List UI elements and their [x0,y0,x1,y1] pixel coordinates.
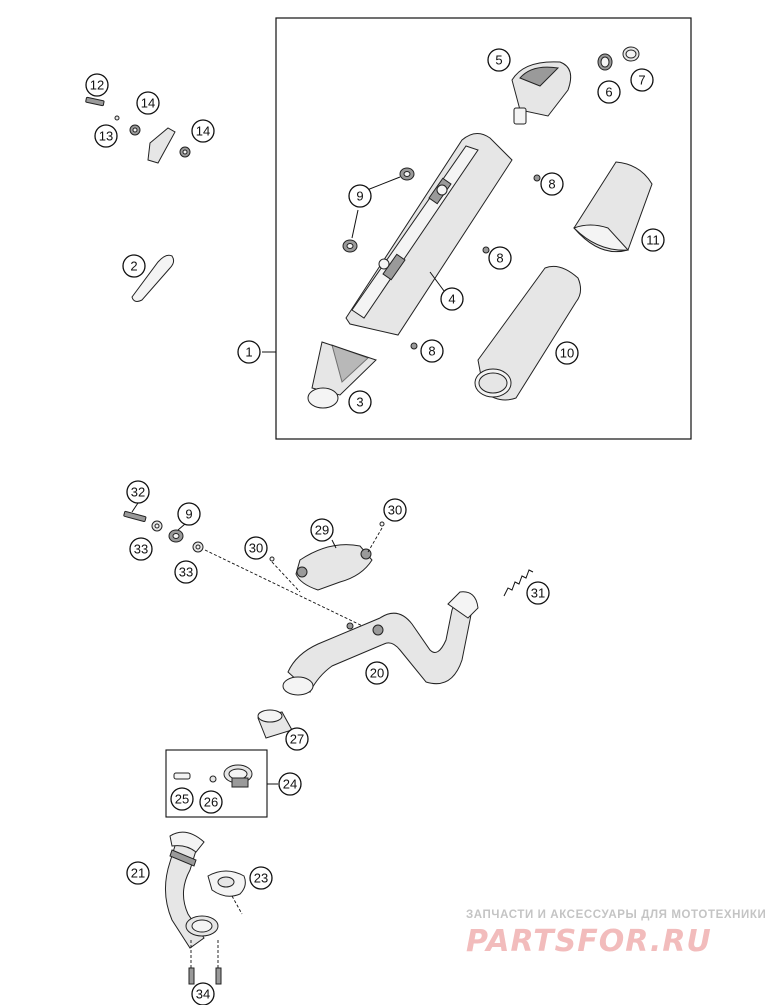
exhaust-manifold-pipe [165,831,219,949]
callout-11: 11 [641,228,665,252]
svg-text:7: 7 [638,73,645,88]
svg-text:20: 20 [370,666,384,681]
callout-6: 6 [597,80,621,104]
callout-14a: 14 [136,91,160,115]
exhaust-header-pipe [282,591,479,696]
svg-text:4: 4 [448,292,455,307]
callout-13: 13 [94,124,118,148]
callout-8c: 8 [420,339,444,363]
svg-text:13: 13 [99,129,113,144]
svg-text:9: 9 [185,507,192,522]
svg-text:34: 34 [196,987,210,1002]
callout-21: 21 [126,861,150,885]
svg-text:2: 2 [130,259,137,274]
svg-text:8: 8 [548,177,555,192]
callout-12: 12 [85,73,109,97]
svg-text:30: 30 [249,541,263,556]
exhaust-sleeve [257,709,293,739]
svg-text:31: 31 [531,586,545,601]
callout-5: 5 [487,48,511,72]
svg-text:23: 23 [254,871,268,886]
callout-29: 29 [310,518,334,542]
svg-text:29: 29 [315,523,329,538]
exhaust-bracket [269,521,385,593]
svg-text:33: 33 [179,565,193,580]
svg-text:32: 32 [131,485,145,500]
svg-text:10: 10 [560,346,574,361]
svg-text:25: 25 [175,792,189,807]
callout-33b: 33 [174,560,198,584]
rear-end-cap [511,61,572,125]
svg-text:14: 14 [141,96,155,111]
svg-text:12: 12 [90,78,104,93]
svg-text:33: 33 [134,542,148,557]
watermark-logo: PARTSFOR.RU [466,924,712,959]
callout-25: 25 [170,787,194,811]
svg-text:1: 1 [245,345,252,360]
mounting-hardware-lower [123,499,376,633]
svg-text:3: 3 [356,395,363,410]
bracket-hardware [85,96,191,164]
callout-30a: 30 [244,536,268,560]
callout-7: 7 [630,68,654,92]
callout-32: 32 [126,480,150,504]
callout-30b: 30 [383,498,407,522]
silencer-housing [345,133,513,336]
svg-text:24: 24 [283,777,297,792]
svg-text:5: 5 [495,53,502,68]
callout-27: 27 [285,727,309,751]
callout-1: 1 [237,340,261,364]
callout-4: 4 [440,287,464,311]
spark-screen-and-cap [597,46,640,71]
exhaust-gasket [207,870,246,915]
callout-8a: 8 [540,172,564,196]
silencer-sleeve [573,161,653,253]
callout-3: 3 [348,390,372,414]
svg-text:26: 26 [204,795,218,810]
svg-text:30: 30 [388,503,402,518]
watermark-tagline: ЗАПЧАСТИ И АКСЕССУАРЫ ДЛЯ МОТОТЕХНИКИ [466,909,767,921]
heat-shield-plate [131,254,175,302]
callout-23: 23 [249,866,273,890]
callout-2: 2 [122,254,146,278]
callout-10: 10 [555,341,579,365]
svg-text:6: 6 [605,85,612,100]
silencer-assembly-frame [275,17,692,440]
svg-text:9: 9 [356,189,363,204]
callout-26: 26 [199,790,223,814]
exhaust-clamp [173,764,253,788]
svg-text:8: 8 [496,251,503,266]
callout-14b: 14 [191,119,215,143]
callout-34: 34 [191,982,215,1005]
exhaust-spring [503,569,534,597]
rubber-grommets-upper [342,167,415,253]
silencer-insert [474,265,582,401]
callout-20: 20 [365,661,389,685]
callout-31: 31 [526,581,550,605]
svg-text:8: 8 [428,344,435,359]
svg-text:14: 14 [196,124,210,139]
callout-8b: 8 [488,246,512,270]
callout-9b: 9 [177,502,201,526]
flange-studs [188,940,222,985]
svg-text:27: 27 [290,732,304,747]
front-end-cap [307,341,377,409]
callout-9a: 9 [348,184,372,208]
callout-24: 24 [278,772,302,796]
callout-33a: 33 [129,537,153,561]
svg-text:21: 21 [131,866,145,881]
screws [410,174,541,350]
svg-text:11: 11 [646,233,660,248]
